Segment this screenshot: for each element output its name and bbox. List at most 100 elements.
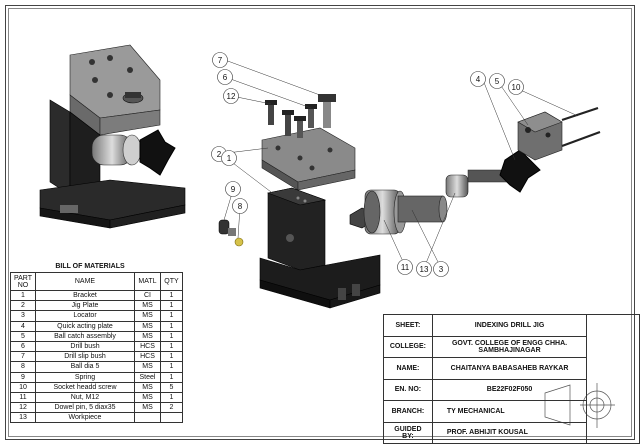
balloon-3: 3: [433, 261, 449, 277]
guided-label: GUIDED BY:: [383, 421, 433, 444]
bom-header-matl: MATL: [134, 272, 161, 291]
bom-cell-qty: 1: [160, 351, 183, 363]
balloon-8: 8: [232, 198, 248, 214]
bom-cell-matl: MS: [134, 320, 161, 332]
svg-text:3: 3: [439, 265, 444, 274]
bom-cell-no: 4: [10, 320, 36, 332]
bom-cell-no: 5: [10, 330, 36, 342]
bom-cell-matl: MS: [134, 402, 161, 414]
balloon-4: 4: [470, 71, 486, 87]
branch-label: BRANCH:: [383, 400, 433, 423]
svg-text:8: 8: [238, 202, 243, 211]
college-label: COLLEGE:: [383, 335, 433, 358]
sheet-value: INDEXING DRILL JIG: [431, 314, 588, 337]
projection-cell: [586, 314, 640, 444]
bom-title: BILL OF MATERIALS: [55, 263, 125, 270]
name-label: NAME:: [383, 357, 433, 380]
balloon-13: 13: [416, 261, 432, 277]
bom-cell-matl: CI: [134, 289, 161, 302]
balloon-7: 7: [212, 52, 228, 68]
bom-cell-matl: HCS: [134, 351, 161, 363]
bom-cell-matl: Steel: [134, 371, 161, 383]
locator-assembly: [349, 149, 541, 235]
svg-text:5: 5: [495, 77, 500, 86]
svg-text:12: 12: [227, 92, 236, 101]
ball-catch-parts: [218, 219, 244, 247]
title-block: SHEET: INDEXING DRILL JIG COLLEGE: GOVT.…: [383, 314, 640, 444]
bom-cell-matl: MS: [134, 381, 161, 393]
bom-cell-name: Drill slip bush: [35, 351, 135, 363]
assembled-view: [39, 44, 186, 229]
bom-cell-name: Dowel pin, 5 diax35: [35, 402, 135, 414]
bom-cell-no: 13: [10, 412, 36, 424]
bom-cell-name: Socket headd screw: [35, 381, 135, 393]
bom-cell-name: Ball catch assembly: [35, 330, 135, 342]
bom-cell-name: Bracket: [35, 289, 135, 302]
bom-cell-qty: 1: [160, 320, 183, 332]
bom-cell-matl: MS: [134, 300, 161, 312]
bom-cell-qty: 1: [160, 310, 183, 322]
bom-cell-qty: 1: [160, 361, 183, 373]
bom-cell-no: 11: [10, 391, 36, 404]
jig-plate-part: [261, 94, 356, 191]
bom-cell-name: Drill bush: [35, 340, 135, 353]
bom-cell-no: 2: [10, 300, 36, 312]
svg-text:6: 6: [223, 73, 228, 82]
svg-text:10: 10: [512, 83, 521, 92]
bom-cell-qty: 1: [160, 391, 183, 404]
svg-text:9: 9: [231, 185, 236, 194]
balloon-11: 11: [397, 259, 413, 275]
bom-cell-no: 8: [10, 361, 36, 373]
balloon-1: 1: [221, 150, 237, 166]
branch-value: TY MECHANICAL: [431, 400, 588, 423]
bracket-part: [259, 187, 381, 309]
bom-cell-name: Spring: [35, 371, 135, 383]
bom-cell-qty: 1: [160, 289, 183, 302]
svg-text:2: 2: [217, 150, 222, 159]
bom-cell-name: Jig Plate: [35, 300, 135, 312]
balloon-5: 5: [489, 73, 505, 89]
svg-text:7: 7: [218, 56, 223, 65]
bom-cell-no: 12: [10, 402, 36, 414]
bom-cell-no: 10: [10, 381, 36, 393]
quick-acting-plate-part: [517, 106, 601, 161]
bom-cell-no: 7: [10, 351, 36, 363]
bom-cell-qty: 2: [160, 402, 183, 414]
svg-text:13: 13: [420, 265, 429, 274]
bom-cell-qty: 1: [160, 300, 183, 312]
balloon-12: 12: [223, 88, 239, 104]
bom-cell-name: Quick acting plate: [35, 320, 135, 332]
bom-cell-no: 3: [10, 310, 36, 322]
en-value: BE22F02F050: [431, 378, 588, 401]
bom-header-qty: QTY: [160, 272, 183, 291]
drawing-border: [5, 5, 635, 440]
bom-cell-no: 6: [10, 340, 36, 353]
bom-header-name: NAME: [35, 272, 135, 291]
drawing-inner-border: [8, 8, 632, 437]
name-value: CHAITANYA BABASAHEB RAYKAR: [431, 357, 588, 380]
bom-cell-name: Workpiece: [35, 412, 135, 424]
bom-cell-matl: MS: [134, 391, 161, 404]
college-value: GOVT. COLLEGE OF ENGG CHHA. SAMBHAJINAGA…: [431, 335, 588, 358]
bom-cell-qty: 1: [160, 330, 183, 342]
bom-cell-no: 9: [10, 371, 36, 383]
bom-cell-name: Nut, M12: [35, 391, 135, 404]
bom-cell-matl: HCS: [134, 340, 161, 353]
balloon-9: 9: [225, 181, 241, 197]
svg-text:11: 11: [401, 263, 410, 272]
bom-cell-qty: [160, 412, 183, 424]
bom-cell-name: Ball dia 5: [35, 361, 135, 373]
bom-cell-name: Locator: [35, 310, 135, 322]
